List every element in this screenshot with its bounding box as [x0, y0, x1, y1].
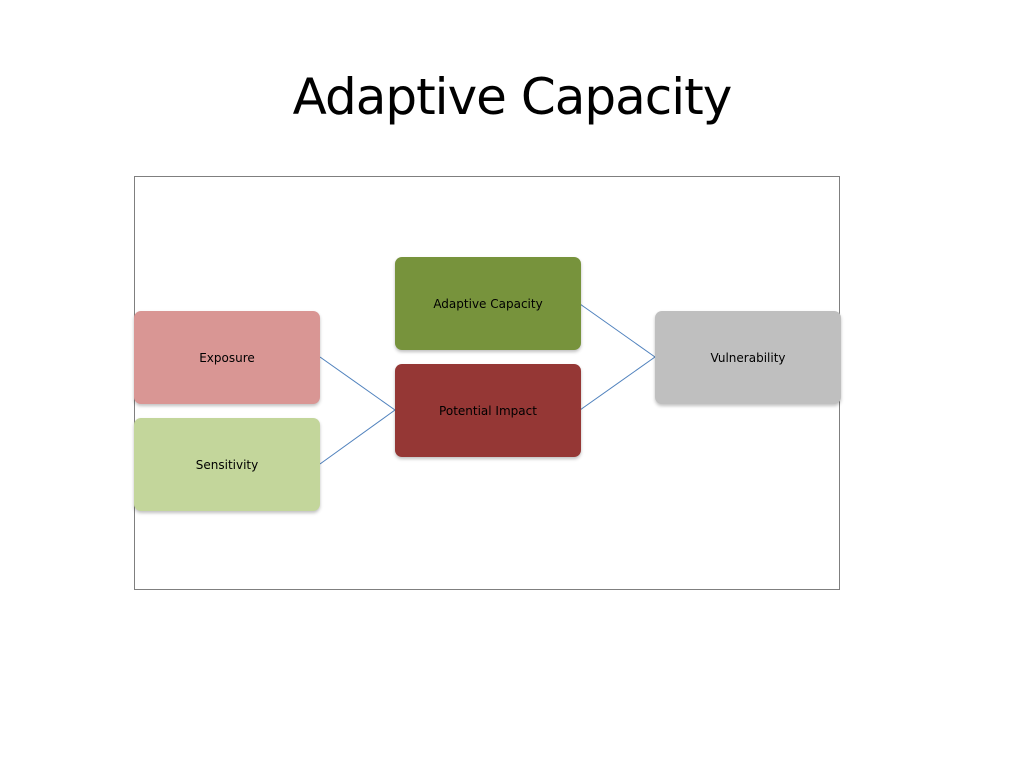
node-adaptive-capacity-label: Adaptive Capacity [433, 296, 543, 311]
node-sensitivity: Sensitivity [134, 418, 320, 511]
node-potential-impact-label: Potential Impact [439, 403, 537, 418]
node-vulnerability: Vulnerability [655, 311, 841, 404]
node-adaptive-capacity: Adaptive Capacity [395, 257, 581, 350]
node-exposure-label: Exposure [199, 350, 255, 365]
node-sensitivity-label: Sensitivity [195, 457, 259, 472]
node-exposure: Exposure [134, 311, 320, 404]
slide-title: Adaptive Capacity [292, 68, 733, 126]
node-vulnerability-label: Vulnerability [710, 350, 786, 365]
node-potential-impact: Potential Impact [395, 364, 581, 457]
